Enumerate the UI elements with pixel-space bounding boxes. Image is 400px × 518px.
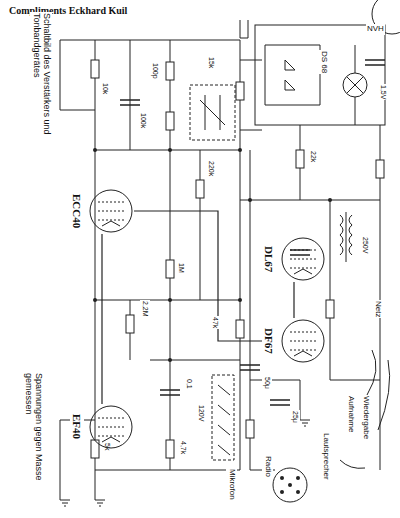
tube-name: DF67 [262, 327, 276, 355]
tube-symbol [280, 236, 326, 282]
voltage-value: 120V [196, 404, 206, 422]
connector-label: Lautsprecher [320, 432, 331, 481]
credit-note: Compliments Eckhard Kuil [8, 4, 128, 17]
voltage-value: 1,5V [378, 84, 388, 100]
component-value: 4,7k [178, 440, 188, 455]
component-value: 2,2M [140, 300, 150, 318]
wire-path [134, 211, 262, 341]
wire-path [293, 282, 294, 318]
component-value: 22k [308, 150, 318, 163]
input-label: Radio [262, 455, 273, 478]
tube-symbol [280, 318, 326, 364]
component-value: 100k [138, 112, 148, 129]
wire-path [101, 234, 102, 404]
description-note: Schaltbild des Verstärkers und Tonbandge… [30, 12, 52, 184]
voltage-note: Spannungen gegen Masse gemessen [22, 372, 44, 504]
tube-name: EF40 [70, 413, 84, 440]
component-value: 100p [150, 62, 160, 80]
component-value: 47k [210, 316, 220, 329]
wire-connector [134, 211, 262, 341]
component-value: 0,1 [184, 378, 194, 390]
switch-label: Aufnahme [345, 395, 356, 433]
tube-name: ECC40 [70, 193, 84, 229]
tube-node: EF40 [70, 404, 134, 450]
tube-node: DL67 [262, 236, 326, 282]
component-value: 1M [176, 262, 186, 274]
component-value: 50μ [262, 376, 272, 390]
tube-name: DL67 [262, 245, 276, 273]
voltage-value: 250V [360, 236, 370, 254]
stamp-text: NVH [366, 24, 385, 35]
switch-label: Wiedergabe [360, 395, 371, 440]
component-value: 10k [100, 82, 110, 95]
component-value: 15k [206, 56, 216, 69]
tube-symbol [88, 404, 134, 450]
wire-connector [294, 282, 295, 318]
rectifier-label: DS 68 [318, 50, 329, 74]
component-value: 220k [206, 160, 216, 177]
input-label: Mikrofon [226, 468, 237, 501]
tube-symbol [88, 188, 134, 234]
tube-node: DF67 [262, 318, 326, 364]
component-value: 25μ [290, 410, 300, 424]
mains-label: Netz [372, 300, 383, 318]
wire-connector [102, 234, 103, 404]
tube-node: ECC40 [70, 188, 134, 234]
